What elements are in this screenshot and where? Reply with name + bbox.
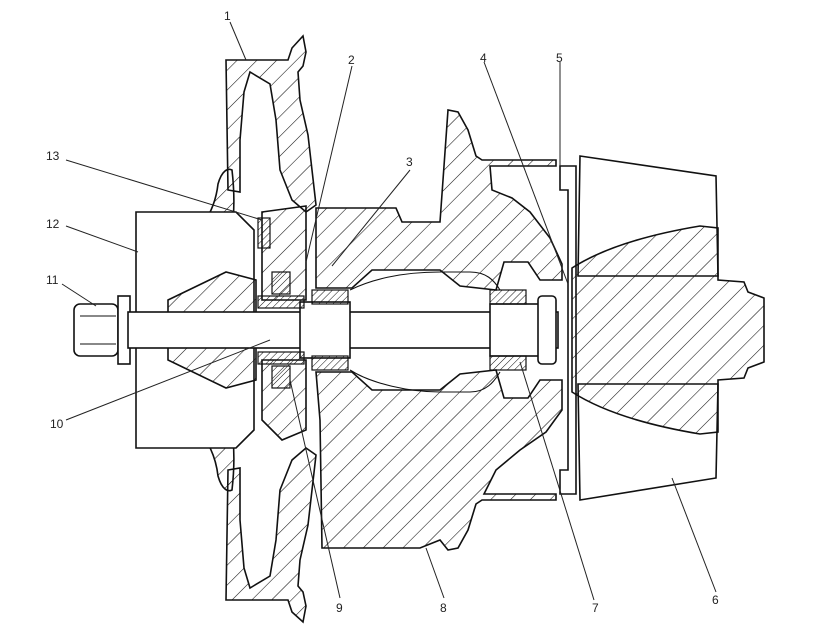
compressor-housing — [225, 34, 317, 214]
callout-9: 9 — [336, 601, 343, 615]
oil-gallery — [349, 271, 501, 291]
shaft-collar — [299, 301, 351, 359]
callout-4: 4 — [480, 51, 487, 65]
leader-7 — [519, 361, 595, 601]
callout-5: 5 — [556, 51, 563, 65]
shaft-end-disc — [537, 295, 557, 365]
shaft-nut — [73, 303, 119, 357]
leader-9 — [289, 379, 341, 599]
leader-1 — [229, 21, 247, 61]
thrust-collar-upper — [257, 295, 305, 309]
oil-drain — [349, 369, 501, 393]
piston-ring-lower — [271, 365, 291, 389]
callout-1: 1 — [224, 9, 231, 23]
leader-13 — [65, 159, 263, 221]
bearing-housing-lower — [315, 369, 563, 551]
journal-bearing-turbine-lower — [489, 355, 527, 371]
leader-6 — [671, 477, 717, 593]
compressor-housing-lower — [225, 446, 317, 624]
seal-ring-upper — [257, 217, 271, 249]
thrust-collar-lower — [257, 351, 305, 365]
leader-4 — [483, 61, 569, 285]
callout-6: 6 — [712, 593, 719, 607]
callout-7: 7 — [592, 601, 599, 615]
piston-ring-upper — [271, 271, 291, 295]
callout-3: 3 — [406, 155, 413, 169]
leader-8 — [425, 547, 445, 599]
leader-10 — [65, 339, 271, 421]
callout-11: 11 — [46, 273, 59, 287]
callout-13: 13 — [46, 149, 60, 163]
callout-2: 2 — [348, 53, 355, 67]
journal-bearing-compressor-lower — [311, 355, 349, 371]
journal-bearing-compressor-upper — [311, 289, 349, 305]
leader-11 — [61, 283, 97, 307]
callout-10: 10 — [50, 417, 64, 431]
turbine-wheel — [571, 225, 765, 435]
bearing-housing-upper — [315, 109, 563, 291]
shaft-collar-right — [489, 303, 545, 357]
leader-12 — [65, 225, 139, 253]
leader-3 — [331, 169, 411, 267]
journal-bearing-turbine-upper — [489, 289, 527, 305]
callout-8: 8 — [440, 601, 447, 615]
leader-2 — [305, 65, 353, 263]
callout-12: 12 — [46, 217, 60, 231]
